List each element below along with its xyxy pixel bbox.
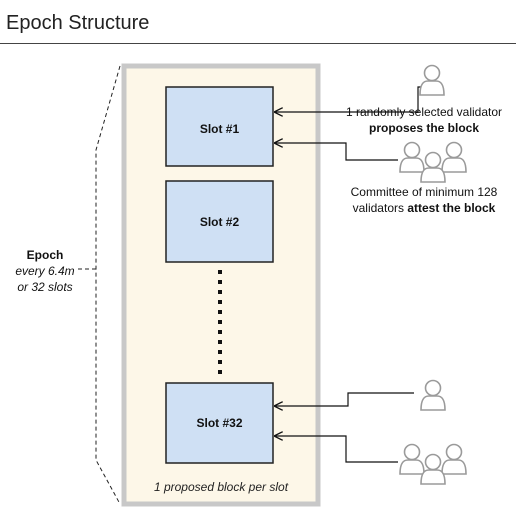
committee-line1: Committee of minimum 128: [350, 185, 498, 199]
committee-line2-plain: validators: [352, 201, 408, 215]
epoch-period-line1: every 6.4m: [15, 264, 75, 278]
slot-2-box: [165, 180, 274, 263]
committee-line2: validators attest the block: [334, 200, 514, 216]
slot-2-label: Slot #2: [199, 215, 240, 229]
epoch-label: Epoch every 6.4m or 32 slots: [14, 247, 76, 295]
slot-32-box: [165, 382, 274, 464]
committee-arrow-slot-32: [275, 436, 398, 463]
slot-32-label: Slot #32: [196, 416, 243, 430]
epoch-title: Epoch: [26, 248, 64, 262]
user-icon: [419, 64, 445, 96]
proposer-line1: 1 randomly selected validator: [345, 105, 503, 119]
page-title: Epoch Structure: [6, 12, 150, 34]
group-users-icon: [399, 141, 467, 183]
container-caption: 1 proposed block per slot: [153, 480, 289, 494]
epoch-bracket: [95, 65, 121, 505]
user-icon: [420, 379, 446, 411]
slot-1-box: [165, 86, 274, 167]
committee-arrow-slot-1: [275, 143, 398, 161]
epoch-period-line2: or 32 slots: [17, 280, 73, 294]
committee-description: Committee of minimum 128 validators atte…: [334, 184, 514, 216]
proposer-emphasis: proposes the block: [368, 121, 480, 135]
group-users-icon: [399, 443, 467, 485]
slot-1-label: Slot #1: [199, 122, 240, 136]
proposer-line2: proposes the block: [334, 120, 514, 136]
proposer-arrow-slot-32: [275, 392, 414, 406]
title-divider: [0, 43, 516, 44]
committee-emphasis: attest the block: [407, 201, 496, 215]
proposer-description: 1 randomly selected validator proposes t…: [334, 104, 514, 136]
